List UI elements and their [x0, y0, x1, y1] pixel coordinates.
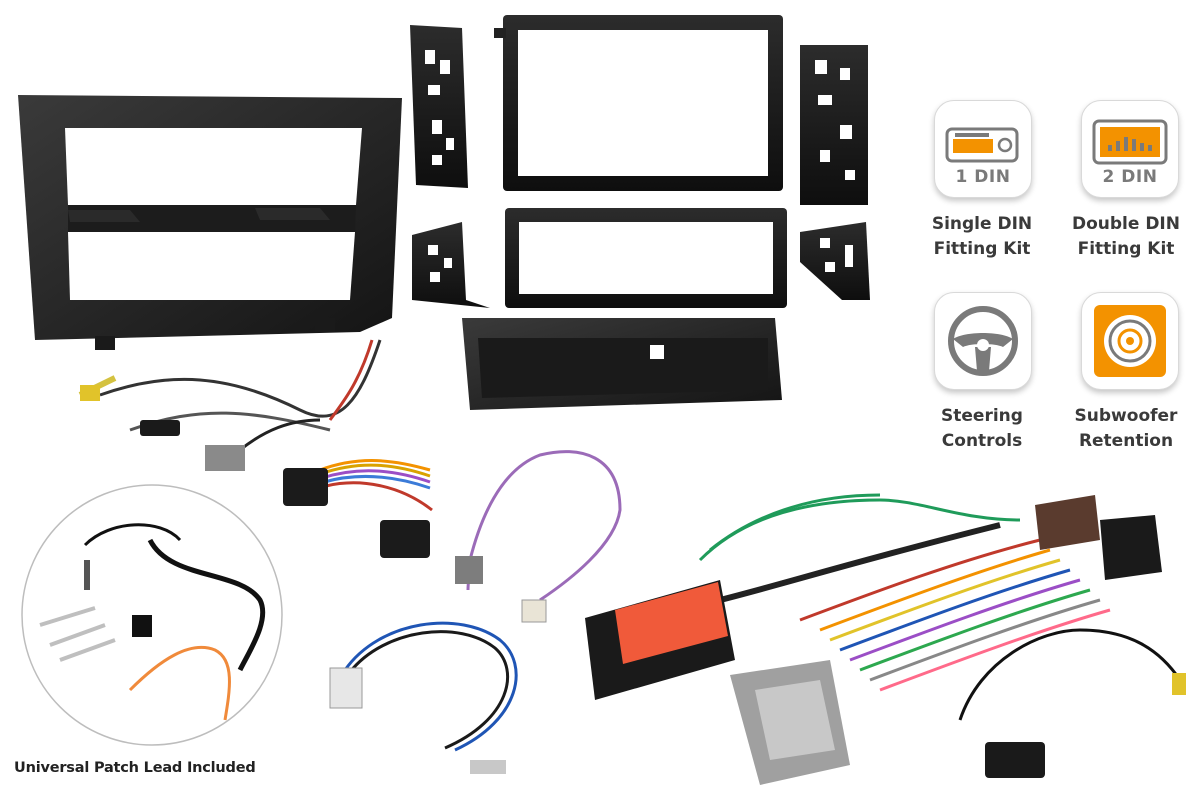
subwoofer-caption-line2: Retention: [1078, 431, 1174, 451]
steering-caption-line1: Steering: [941, 406, 1023, 426]
double-din-caption-line2: Fitting Kit: [1077, 239, 1175, 259]
single-din-caption-line2: Fitting Kit: [933, 239, 1031, 259]
subwoofer-speaker-icon: [1094, 305, 1166, 377]
iso-connector-brown: [1035, 495, 1100, 550]
double-din-badge: 2 DIN: [1102, 167, 1158, 187]
iso-plug-black: [283, 468, 328, 506]
single-din-radio-icon: [945, 127, 1019, 163]
iso-plug-black-2: [380, 520, 430, 558]
antenna-pin-connector: [521, 599, 547, 623]
steering-control-harness: [698, 493, 1182, 721]
double-din-caption: Double DIN Fitting Kit: [1051, 212, 1200, 262]
antenna-connector-grey: [455, 556, 483, 584]
steering-caption-line2: Controls: [941, 431, 1023, 451]
rca-connector: [80, 385, 100, 401]
double-din-frame: [494, 15, 783, 191]
single-din-card: 1 DIN: [934, 100, 1032, 198]
single-din-badge: 1 DIN: [955, 167, 1011, 187]
patch-lead-caption: Universal Patch Lead Included: [14, 760, 256, 776]
subwoofer-caption-line1: Subwoofer: [1074, 406, 1178, 426]
antenna-adaptor-lead: [466, 450, 622, 602]
subwoofer-card: [1081, 292, 1179, 390]
iso-aerial-plug: [329, 667, 363, 709]
double-din-radio-icon: [1092, 119, 1168, 165]
din-side-bracket-left-upper: [410, 25, 468, 188]
patch-lead-circle: [21, 484, 283, 746]
storage-pocket: [462, 318, 782, 410]
inline-connector: [140, 420, 180, 436]
din-side-bracket-right-upper: [800, 45, 868, 205]
steering-wheel-icon: [948, 306, 1018, 376]
grey-plug: [205, 445, 245, 471]
din-side-bracket-right-lower: [800, 222, 870, 300]
single-din-frame: [505, 208, 787, 308]
subwoofer-caption: Subwoofer Retention: [1051, 404, 1200, 454]
din-side-bracket-left-lower: [412, 222, 490, 308]
rca-plug-subwoofer: [1172, 673, 1186, 695]
power-plug-black: [985, 742, 1045, 778]
steering-caption: Steering Controls: [907, 404, 1057, 454]
steering-interface-label: [615, 582, 728, 664]
single-din-caption: Single DIN Fitting Kit: [907, 212, 1057, 262]
din-aerial-plug: [470, 760, 506, 774]
double-din-caption-line1: Double DIN: [1071, 214, 1180, 234]
dash-fascia-panel: [18, 95, 402, 350]
aerial-lead-blue: [343, 621, 518, 752]
single-din-caption-line1: Single DIN: [931, 214, 1033, 234]
iso-connector-black: [1100, 515, 1162, 580]
iso-wiring-harness: [78, 339, 433, 512]
double-din-card: 2 DIN: [1081, 100, 1179, 198]
steering-controls-card: [934, 292, 1032, 390]
